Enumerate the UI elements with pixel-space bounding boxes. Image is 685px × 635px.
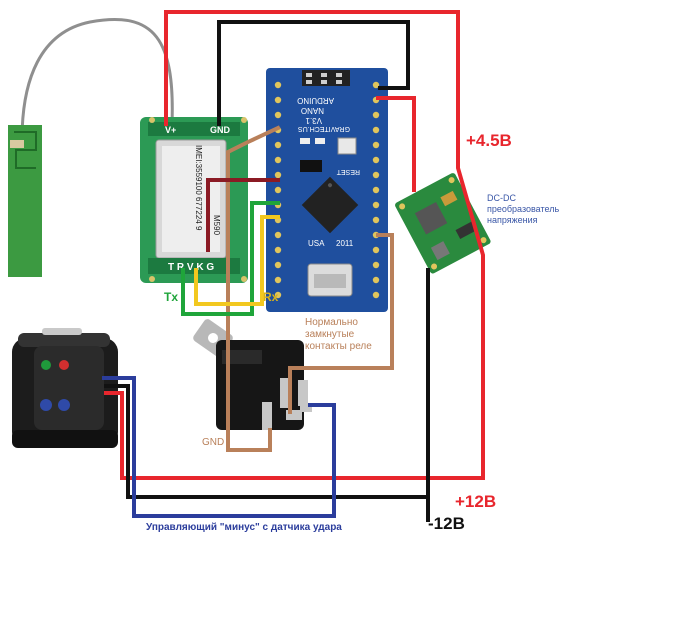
gsm-pin-labels: T R V K G: [168, 262, 214, 273]
antenna: [8, 17, 174, 277]
nano-year: 2011: [336, 239, 354, 248]
label-minus-12v: -12В: [428, 514, 465, 533]
dcdc-converter: [395, 173, 491, 274]
nano-site: GRAVITECH.US: [298, 125, 350, 132]
label-dcdc-line3: напряжения: [487, 215, 538, 225]
nano-reset-label: RESET: [336, 168, 360, 175]
label-plus-4-5v: +4.5В: [466, 131, 512, 150]
nano-right-pins: [372, 81, 380, 299]
nano-model: NANO: [301, 106, 324, 115]
nano-version: V3.1: [305, 116, 322, 125]
sensor-adjust-1: [40, 399, 52, 411]
label-plus-12v: +12В: [455, 492, 497, 511]
label-tx: Tx: [164, 290, 179, 304]
label-dcdc-line1: DC-DC: [487, 193, 516, 203]
wire-green-tx: [181, 201, 280, 316]
wire-blue-control: [102, 376, 336, 518]
label-gnd: GND: [202, 437, 225, 448]
gsm-vplus-label: V+: [165, 125, 176, 135]
wire-yellow-rx: [194, 215, 280, 306]
label-rx: Rx: [263, 290, 279, 304]
gsm-model-text: M590: [212, 215, 221, 236]
wire-brown-nc: [288, 233, 394, 414]
wire-darkred: [206, 178, 280, 252]
wire-black-sensor: [104, 384, 430, 499]
gsm-module: V+ GND IMEI:3559100 677224 9 M590 T R V …: [140, 117, 248, 283]
label-dcdc: DC-DC преобразователь напряжения: [487, 193, 607, 226]
gsm-imei-text: IMEI:3559100 677224 9: [194, 145, 203, 231]
wire-red-plus45v: [376, 96, 416, 192]
nano-left-pins: [274, 81, 282, 299]
gsm-gnd-label: GND: [210, 125, 231, 135]
sensor-adjust-2: [58, 399, 70, 411]
wire-red-plus12v: [104, 10, 485, 480]
wire-brown-gnd: [226, 125, 281, 452]
wire-black-ground: [217, 20, 410, 126]
relay: [193, 319, 312, 430]
shock-sensor: [12, 328, 118, 448]
reset-button: [337, 137, 357, 155]
sensor-green-led: [41, 360, 51, 370]
label-dcdc-line2: преобразователь: [487, 204, 560, 214]
label-shock-sensor-minus: Управляющий "минус" с датчика удара: [146, 522, 342, 533]
label-nc-relay-contacts: Нормально замкнутые контакты реле: [305, 317, 372, 352]
sensor-red-led: [59, 360, 69, 370]
arduino-nano: ARDUINO NANO V3.1 GRAVITECH.US RESET USA…: [266, 68, 388, 312]
nano-made: USA: [308, 239, 325, 248]
nano-title: ARDUINO: [297, 96, 334, 105]
